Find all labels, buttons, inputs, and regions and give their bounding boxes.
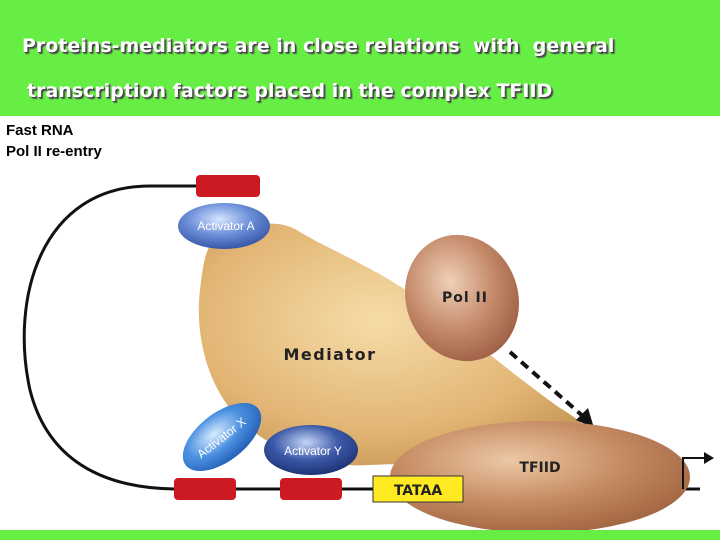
slide-title-line-2: transcription factors placed in the comp… — [27, 80, 553, 102]
tataa-label: TATAA — [394, 483, 443, 499]
transcription-start-arrow — [682, 457, 706, 489]
tfiid-ellipse — [390, 421, 690, 530]
binding-site-y — [280, 478, 342, 500]
arrowhead-icon — [576, 408, 594, 428]
pol2-ellipse — [405, 234, 519, 362]
activator-x — [182, 402, 262, 472]
footer-band — [0, 530, 720, 540]
dna-loop — [22, 184, 198, 491]
activator-y-label: Activator Y — [284, 444, 342, 458]
activator-a-label: Activator A — [197, 219, 254, 233]
activator-y — [264, 425, 358, 475]
fast-rna-label: Fast RNA — [6, 122, 74, 139]
reentry-arrow — [508, 350, 587, 420]
binding-site-x — [174, 478, 236, 500]
pol2-label: Pol II — [442, 290, 488, 306]
binding-site-a — [196, 175, 260, 197]
pol2-reentry-label: Pol II re-entry — [6, 143, 102, 160]
start-arrowhead-icon — [704, 452, 714, 464]
tataa-box — [372, 475, 464, 503]
mediator-complex — [198, 223, 594, 466]
slide-title-line-1: Proteins-mediators are in close relation… — [22, 35, 615, 57]
title-banner — [0, 0, 720, 116]
transcription-diagram: Activator A Activator X Activator Y Medi… — [22, 175, 714, 530]
tfiid-label: TFIID — [519, 460, 560, 476]
activator-a — [178, 203, 270, 249]
mediator-label: Mediator — [283, 345, 376, 364]
